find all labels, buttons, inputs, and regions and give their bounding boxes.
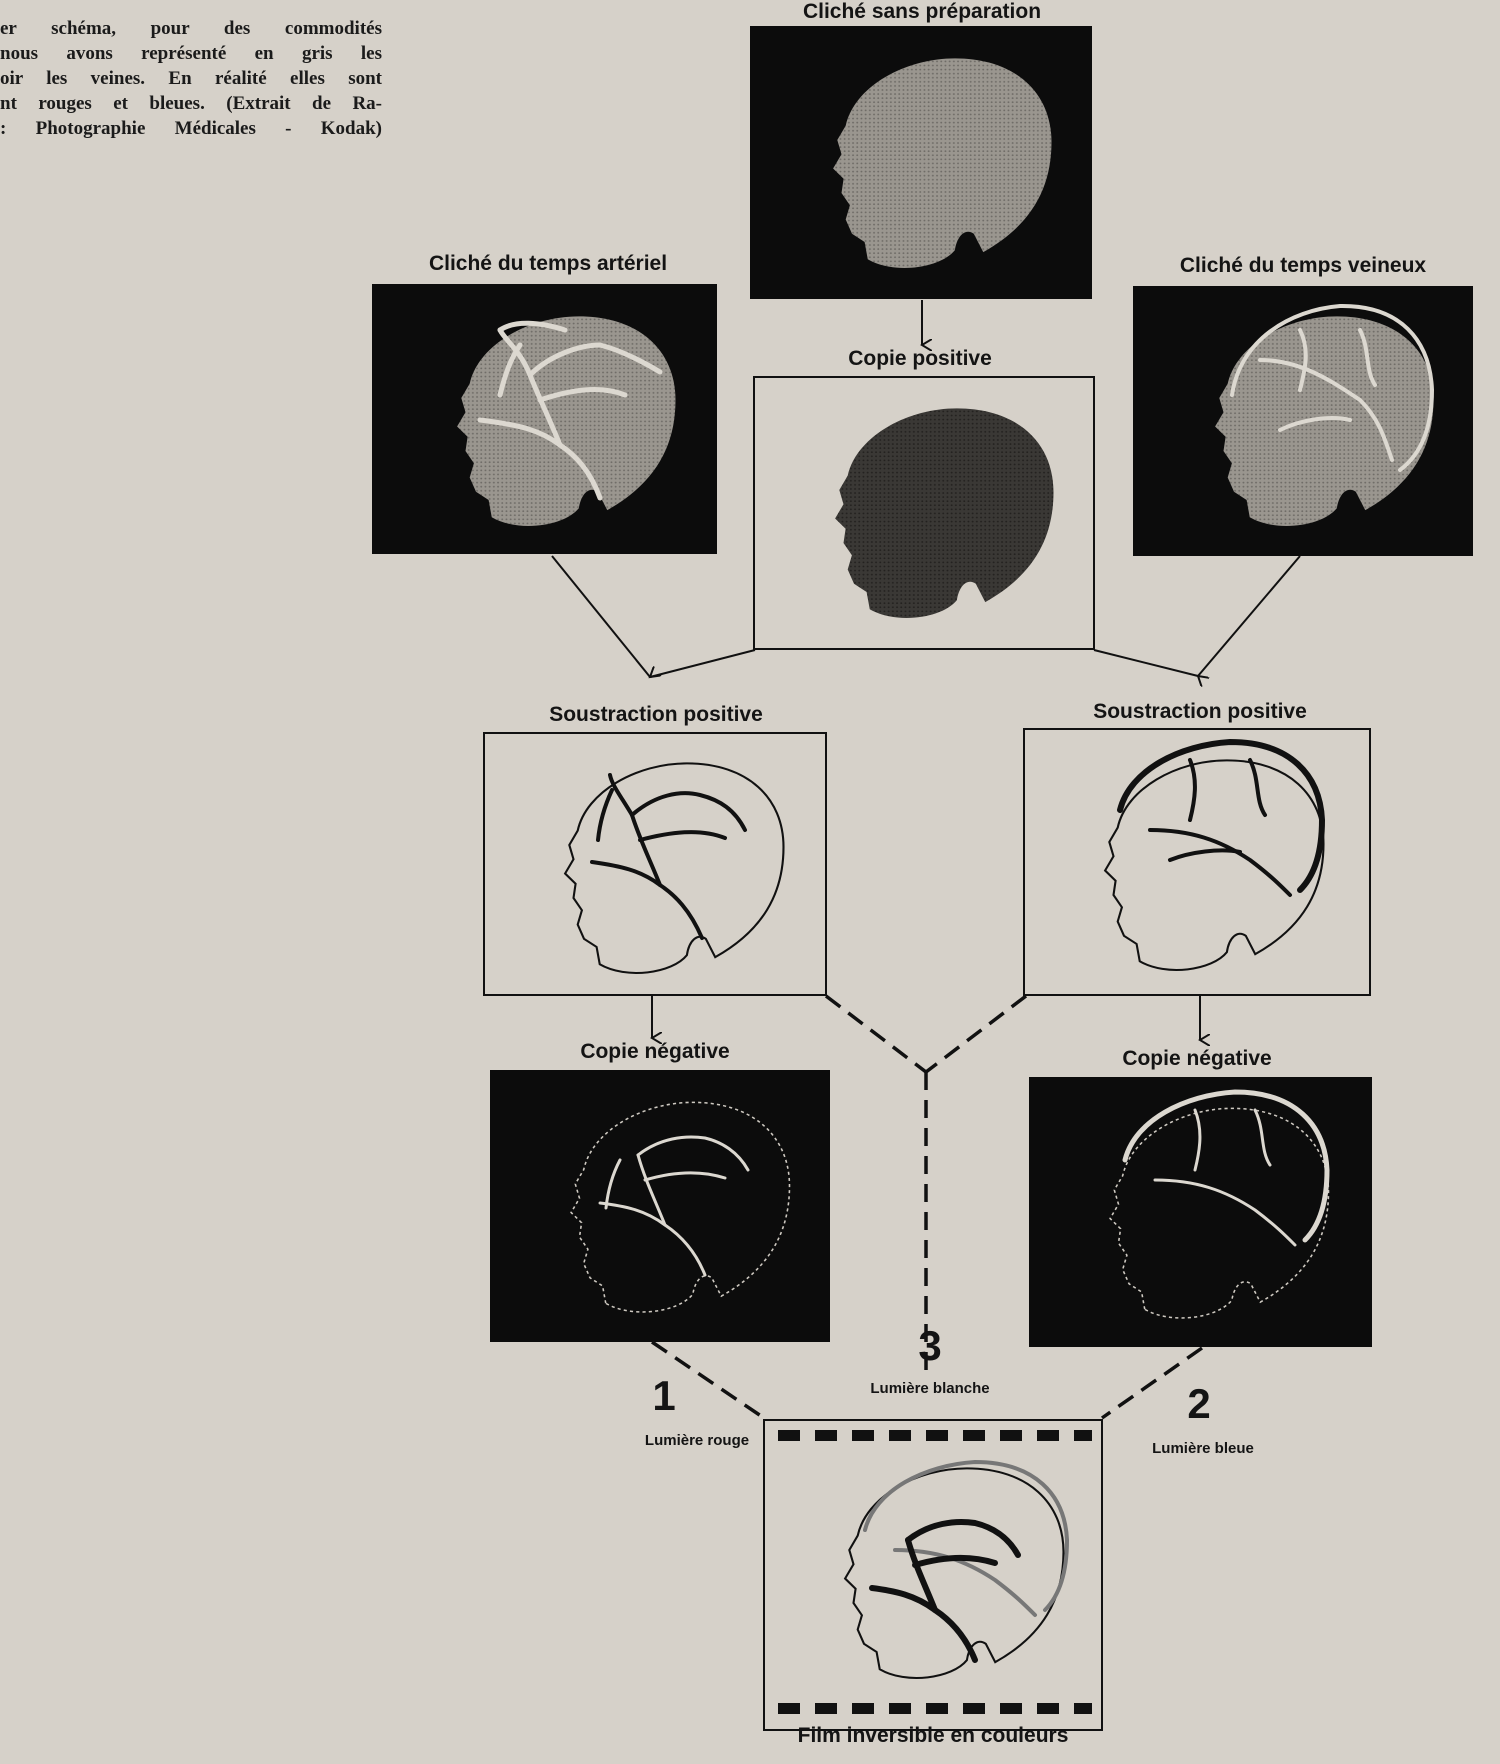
plain-panel — [750, 26, 1092, 299]
caption-line: : Photographie Médicales - Kodak) — [0, 118, 382, 139]
label-light-red-number: 1 — [652, 1372, 676, 1419]
label-light-blue: Lumière bleue — [1152, 1440, 1254, 1457]
film-veins — [863, 1459, 1070, 1617]
line-positive-to-right-sub — [1093, 649, 1199, 677]
arrow-arterial-to-sub — [551, 555, 650, 677]
dashed-paths — [651, 994, 1204, 1420]
arterial-vessels-light — [477, 320, 663, 501]
dash-blue-light — [1100, 1346, 1204, 1420]
label-film: Film inversible en couleurs — [797, 1724, 1069, 1747]
label-arterial: Cliché du temps artériel — [428, 252, 668, 275]
film-arteries — [869, 1518, 1021, 1663]
dash-right-sub-to-center — [924, 994, 1028, 1074]
venous-vessels-light — [1230, 303, 1435, 472]
label-subtraction-left: Soustraction positive — [549, 703, 763, 726]
arterial-panel — [372, 284, 717, 554]
line-positive-to-left-sub — [649, 649, 756, 678]
label-light-blue-number: 2 — [1187, 1380, 1211, 1427]
arterial-vessels-white — [598, 1135, 750, 1277]
caption-line: er schéma, pour des commodités — [0, 18, 382, 39]
label-negative-left: Copie négative — [580, 1040, 730, 1063]
label-light-red: Lumière rouge — [644, 1432, 750, 1449]
dash-left-sub-to-center — [824, 994, 928, 1074]
arterial-vessels-dark — [590, 773, 747, 940]
venous-panel — [1133, 286, 1473, 556]
caption-text: er schéma, pour des commodités nous avon… — [0, 16, 382, 141]
caption-line: oir les veines. En réalité elles sont — [0, 68, 382, 89]
negative-left-panel — [490, 1070, 830, 1342]
film-panel — [763, 1419, 1103, 1731]
label-subtraction-right: Soustraction positive — [1093, 700, 1307, 723]
label-positive-copy: Copie positive — [848, 347, 992, 370]
venous-vessels-dark — [1117, 738, 1326, 897]
label-light-white: Lumière blanche — [870, 1380, 990, 1397]
film-perforations-top — [778, 1430, 1092, 1441]
subtraction-left-panel — [483, 732, 827, 996]
label-venous: Cliché du temps veineux — [1179, 254, 1427, 277]
connectors — [551, 300, 1301, 1040]
negative-right-panel — [1029, 1077, 1372, 1347]
caption-line: nous avons représenté en gris les — [0, 43, 382, 64]
film-perforations-bottom — [778, 1703, 1092, 1714]
caption-line: nt rouges et bleues. (Extrait de Ra- — [0, 93, 382, 114]
venous-vessels-white — [1122, 1089, 1330, 1247]
arrow-venous-to-sub — [1198, 555, 1301, 676]
label-light-white-number: 3 — [918, 1322, 942, 1369]
positive-copy-panel — [753, 376, 1095, 650]
label-negative-right: Copie négative — [1122, 1047, 1272, 1070]
dash-red-light — [651, 1340, 765, 1420]
subtraction-right-panel — [1023, 728, 1371, 996]
label-plain: Cliché sans préparation — [802, 0, 1042, 23]
